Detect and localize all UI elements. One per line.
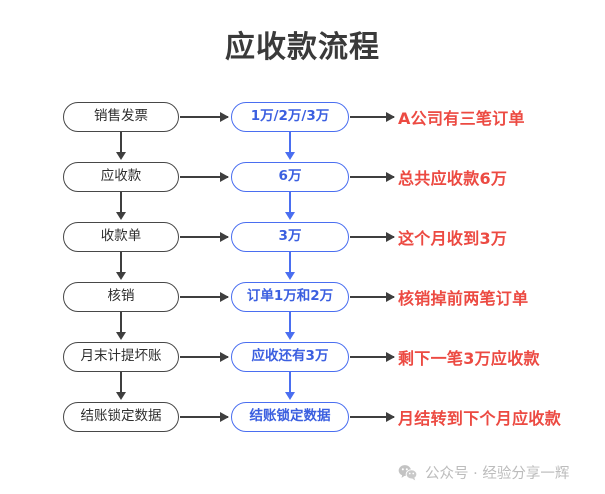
arrow-line [350, 236, 394, 238]
arrow-step-to-value [180, 172, 229, 182]
arrow-value-down [285, 192, 295, 220]
footer-text: 公众号 · 经验分享一辉 [425, 466, 570, 482]
note-text: 总共应收款6万 [398, 169, 508, 188]
value-node[interactable]: 1万/2万/3万 [231, 102, 349, 132]
arrow-head [220, 292, 229, 302]
footer-watermark: 公众号 · 经验分享一辉 [398, 462, 569, 483]
flow-row: 核销 订单1万和2万 核销掉前两笔订单 [0, 275, 605, 340]
arrow-line [120, 192, 122, 215]
step-node[interactable]: 月末计提坏账 [63, 342, 179, 372]
arrow-head [386, 352, 395, 362]
note-text: A公司有三笔订单 [398, 109, 525, 128]
step-node[interactable]: 销售发票 [63, 102, 179, 132]
arrow-line [120, 252, 122, 275]
value-node[interactable]: 3万 [231, 222, 349, 252]
arrow-line [350, 356, 394, 358]
wechat-icon [398, 465, 418, 481]
arrow-head [116, 392, 126, 400]
arrow-head [116, 332, 126, 340]
arrow-step-to-value [180, 112, 229, 122]
flow-row: 结账锁定数据 结账锁定数据 月结转到下个月应收款 [0, 395, 605, 455]
arrow-step-to-value [180, 412, 229, 422]
arrow-head [285, 152, 295, 160]
note-text: 这个月收到3万 [398, 229, 508, 248]
arrow-value-down [285, 312, 295, 340]
arrow-head [220, 352, 229, 362]
arrow-head [386, 292, 395, 302]
arrow-head [285, 272, 295, 280]
arrow-head [386, 112, 395, 122]
arrow-value-to-note [350, 172, 395, 182]
arrow-head [220, 172, 229, 182]
arrow-head [116, 152, 126, 160]
arrow-value-to-note [350, 352, 395, 362]
arrow-head [386, 412, 395, 422]
arrow-line [120, 372, 122, 395]
arrow-head [116, 272, 126, 280]
flow-row: 收款单 3万 这个月收到3万 [0, 215, 605, 280]
arrow-head [386, 232, 395, 242]
arrow-line [350, 296, 394, 298]
arrow-line [350, 416, 394, 418]
arrow-head [285, 212, 295, 220]
arrow-line [120, 132, 122, 155]
arrow-step-down [116, 312, 126, 340]
arrow-head [220, 232, 229, 242]
flow-row: 应收款 6万 总共应收款6万 [0, 155, 605, 220]
page-title: 应收款流程 [225, 30, 380, 65]
flow-row: 销售发票 1万/2万/3万 A公司有三笔订单 [0, 95, 605, 160]
arrow-head [285, 392, 295, 400]
arrow-line [180, 416, 228, 418]
arrow-line [180, 116, 228, 118]
arrow-step-down [116, 252, 126, 280]
step-node[interactable]: 应收款 [63, 162, 179, 192]
flowchart: 销售发票 1万/2万/3万 A公司有三笔订单 应收款 6万 [0, 95, 605, 445]
arrow-step-to-value [180, 232, 229, 242]
arrow-line [120, 312, 122, 335]
note-text: 核销掉前两笔订单 [398, 289, 529, 308]
arrow-line [350, 116, 394, 118]
arrow-step-to-value [180, 292, 229, 302]
note-text: 月结转到下个月应收款 [398, 409, 562, 428]
arrow-line [289, 252, 291, 275]
arrow-line [289, 192, 291, 215]
arrow-step-down [116, 372, 126, 400]
arrow-value-down [285, 132, 295, 160]
arrow-line [289, 132, 291, 155]
arrow-head [220, 412, 229, 422]
arrow-line [180, 296, 228, 298]
arrow-head [386, 172, 395, 182]
arrow-line [289, 312, 291, 335]
arrow-value-down [285, 252, 295, 280]
arrow-line [180, 176, 228, 178]
step-node[interactable]: 收款单 [63, 222, 179, 252]
arrow-head [220, 112, 229, 122]
value-node[interactable]: 6万 [231, 162, 349, 192]
arrow-step-down [116, 132, 126, 160]
arrow-step-down [116, 192, 126, 220]
arrow-head [116, 212, 126, 220]
arrow-head [285, 332, 295, 340]
value-node[interactable]: 应收还有3万 [231, 342, 349, 372]
arrow-value-to-note [350, 232, 395, 242]
value-node[interactable]: 结账锁定数据 [231, 402, 349, 432]
arrow-value-to-note [350, 292, 395, 302]
arrow-line [289, 372, 291, 395]
arrow-value-down [285, 372, 295, 400]
step-node[interactable]: 核销 [63, 282, 179, 312]
flow-row: 月末计提坏账 应收还有3万 剩下一笔3万应收款 [0, 335, 605, 400]
step-node[interactable]: 结账锁定数据 [63, 402, 179, 432]
value-node[interactable]: 订单1万和2万 [231, 282, 349, 312]
note-text: 剩下一笔3万应收款 [398, 349, 540, 368]
arrow-step-to-value [180, 352, 229, 362]
arrow-line [350, 176, 394, 178]
arrow-line [180, 236, 228, 238]
arrow-value-to-note [350, 112, 395, 122]
arrow-line [180, 356, 228, 358]
arrow-value-to-note [350, 412, 395, 422]
